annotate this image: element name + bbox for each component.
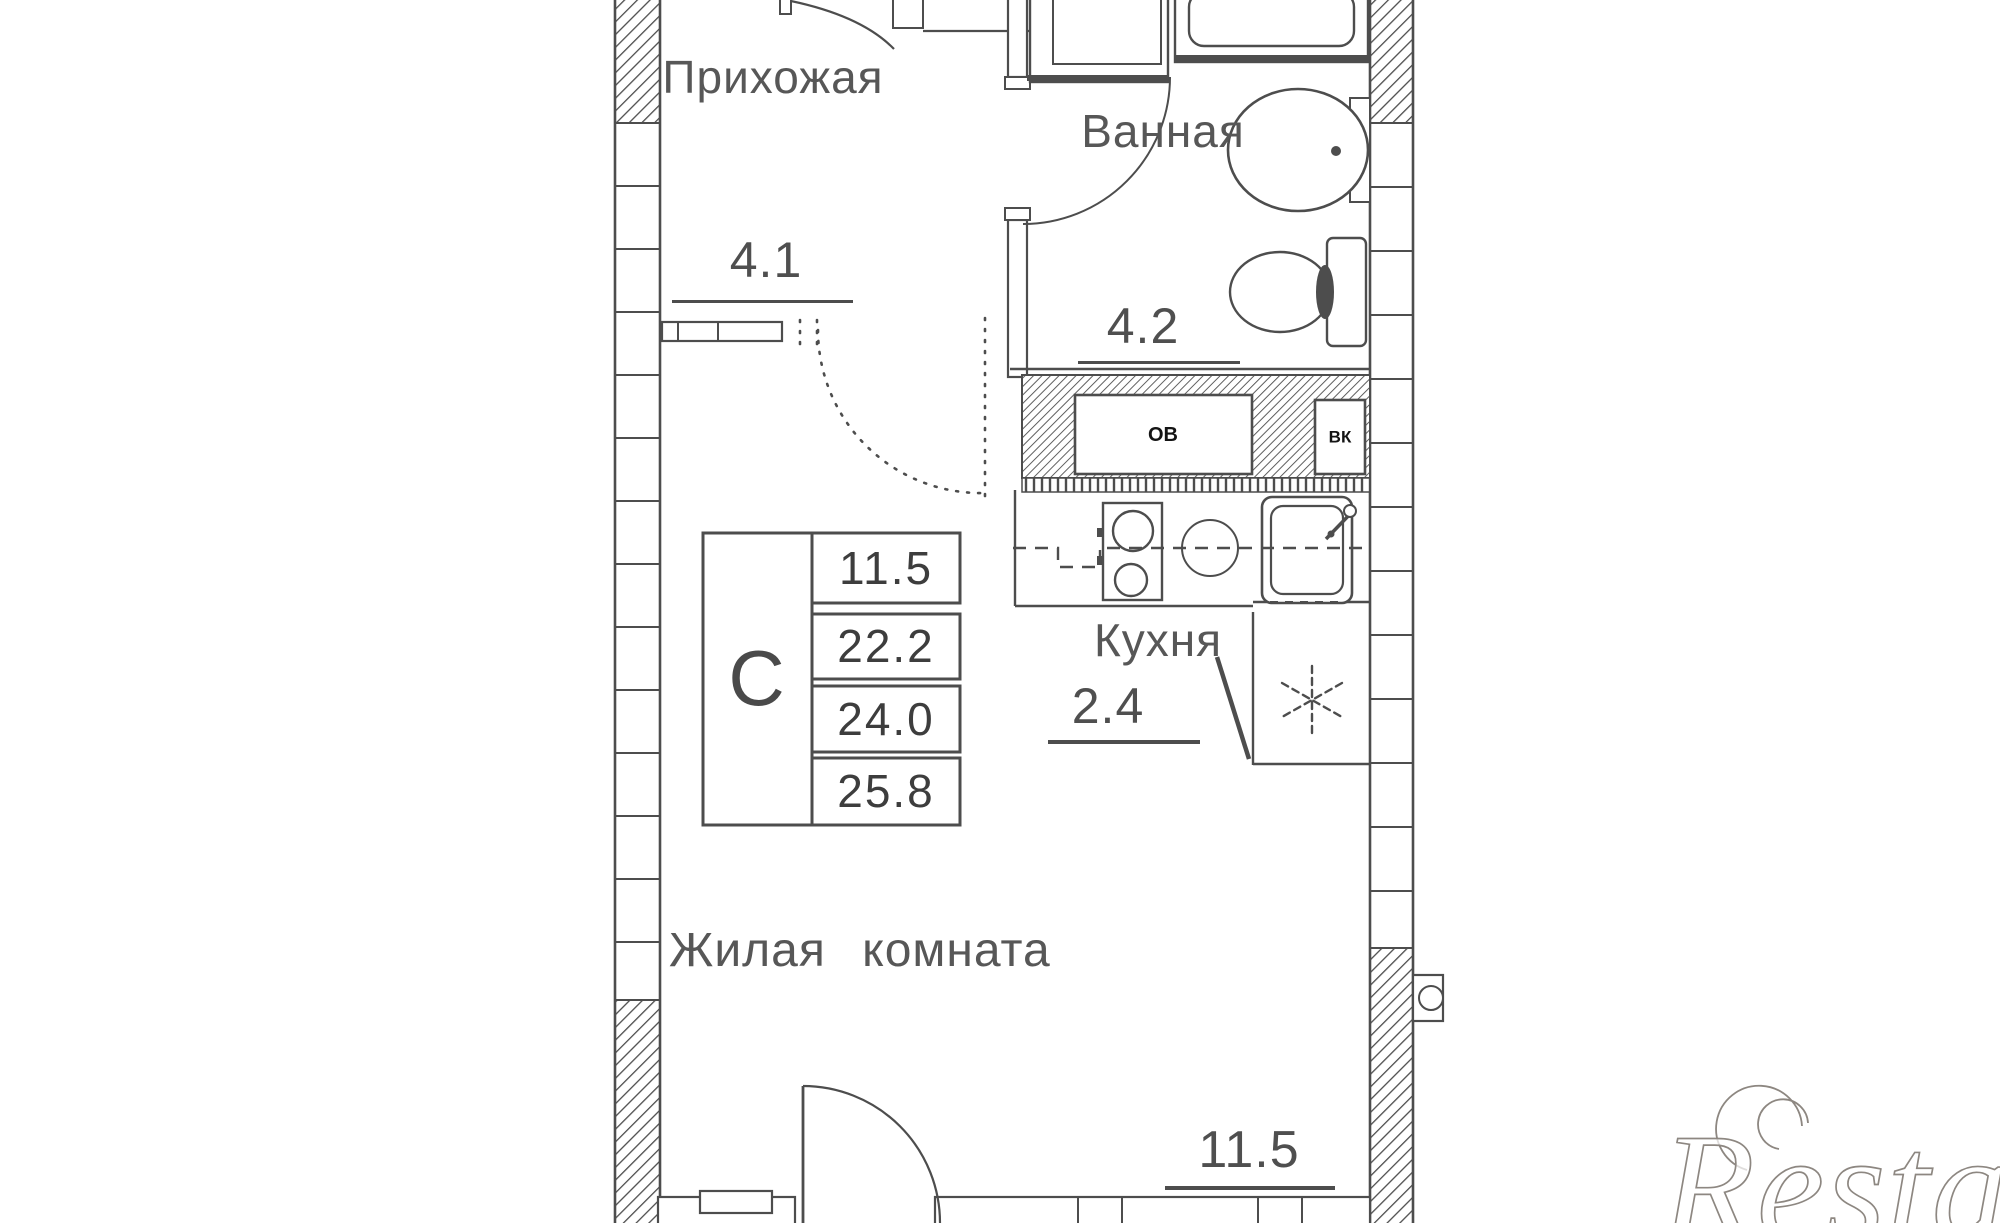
room-label-bathroom: Ванная xyxy=(1081,105,1245,157)
snowflake-symbol xyxy=(1280,664,1344,736)
area-table xyxy=(701,531,962,827)
pipe-circle-icon xyxy=(1418,985,1444,1011)
shaft-label-vk: ВК xyxy=(1328,427,1352,447)
bathroom-sink xyxy=(1226,87,1371,213)
bathtub xyxy=(1173,0,1370,64)
watermark-text: Restate xyxy=(1661,1103,2000,1223)
bottom-wall xyxy=(656,1189,1372,1223)
left-wall xyxy=(613,0,662,1223)
area-value-living: 11.5 xyxy=(1198,1121,1300,1179)
area-underline xyxy=(1048,740,1200,744)
stove xyxy=(1097,501,1164,602)
kitchen-sink xyxy=(1260,495,1357,605)
kitchen-counter xyxy=(1013,490,1370,608)
table-value: 11.5 xyxy=(838,542,934,594)
right-wall xyxy=(1368,0,1445,1223)
toilet xyxy=(1228,236,1368,348)
table-value: 22.2 xyxy=(837,620,935,672)
area-value-kitchen: 2.4 xyxy=(1071,678,1145,734)
area-underline xyxy=(1078,361,1240,364)
area-value-hallway: 4.1 xyxy=(729,232,803,288)
entry-door-jamb xyxy=(779,0,792,15)
bathroom-wall xyxy=(1006,218,1029,379)
faucet-dot-icon xyxy=(1331,146,1341,156)
table-type-letter: С xyxy=(728,634,786,722)
table-value: 25.8 xyxy=(837,765,935,817)
bathroom-fixtures xyxy=(1027,0,1371,348)
room-label-kitchen: Кухня xyxy=(1093,614,1223,666)
bathroom-door-jamb xyxy=(1004,76,1031,90)
room-label-hallway: Прихожая xyxy=(662,51,884,103)
shaft-label-ov: ОВ xyxy=(1148,424,1178,446)
wall-niche-box xyxy=(698,1189,774,1215)
fridge-niche xyxy=(1214,601,1370,766)
dashed-door-swing xyxy=(798,316,987,502)
niche-door-line xyxy=(1214,656,1252,760)
watermark-swirl-icon xyxy=(1757,1098,1809,1150)
room-label-living: Жилая комната xyxy=(669,924,1051,977)
bathroom-door-jamb xyxy=(1004,207,1031,221)
table-value: 24.0 xyxy=(837,693,935,745)
bathroom-wall xyxy=(1006,0,1029,79)
watermark: Restate xyxy=(1660,1084,2000,1223)
entry-door-jamb xyxy=(892,0,924,29)
washing-machine xyxy=(1027,0,1170,84)
shaft-box-vk xyxy=(1313,398,1367,476)
area-underline xyxy=(1165,1186,1335,1190)
interior-walls xyxy=(779,0,1033,379)
area-value-bathroom: 4.2 xyxy=(1106,298,1180,354)
door-swings xyxy=(790,0,1171,1223)
utility-shaft xyxy=(1010,367,1371,493)
hallway-shelf xyxy=(660,320,784,343)
bathroom-door-arc xyxy=(1022,76,1171,225)
balcony-door-arc xyxy=(802,1084,942,1223)
shaft-box-ov xyxy=(1073,393,1254,476)
entry-door-arc xyxy=(790,0,895,50)
area-underline xyxy=(672,300,853,303)
